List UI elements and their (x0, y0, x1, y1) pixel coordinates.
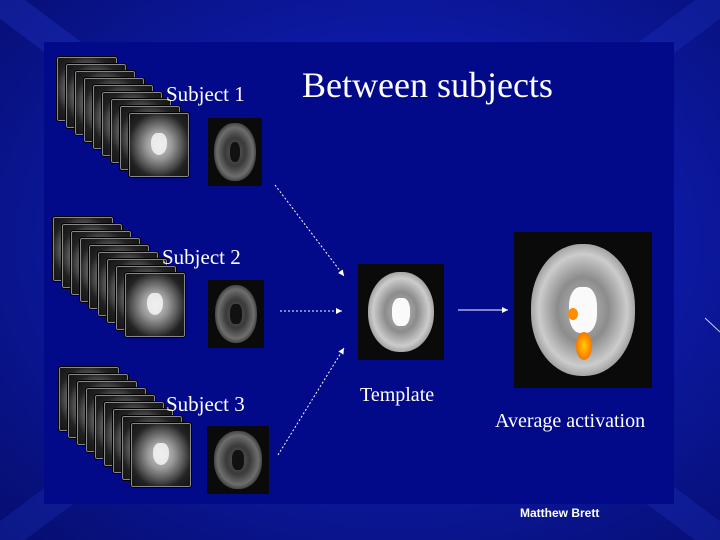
subject-1-anatomical-image (208, 118, 262, 186)
activation-blob-large (576, 332, 592, 360)
subject-3-anatomical-image (207, 426, 269, 494)
subject-3-label: Subject 3 (166, 392, 245, 416)
subject-2-anatomical-image (208, 280, 264, 348)
arrow-subject-3-to-template (277, 347, 345, 456)
subject-2-label: Subject 2 (162, 245, 241, 269)
template-brain-image (358, 264, 444, 360)
template-label: Template (360, 384, 435, 406)
author-credit: Matthew Brett (520, 506, 600, 520)
arrow-subject-1-to-template (274, 184, 345, 277)
slide-title: Between subjects (302, 65, 553, 105)
average-activation-label: Average activation (495, 410, 646, 432)
activation-blob-small (568, 308, 578, 320)
average-activation-image (514, 232, 652, 388)
subject-1-label: Subject 1 (166, 82, 245, 106)
